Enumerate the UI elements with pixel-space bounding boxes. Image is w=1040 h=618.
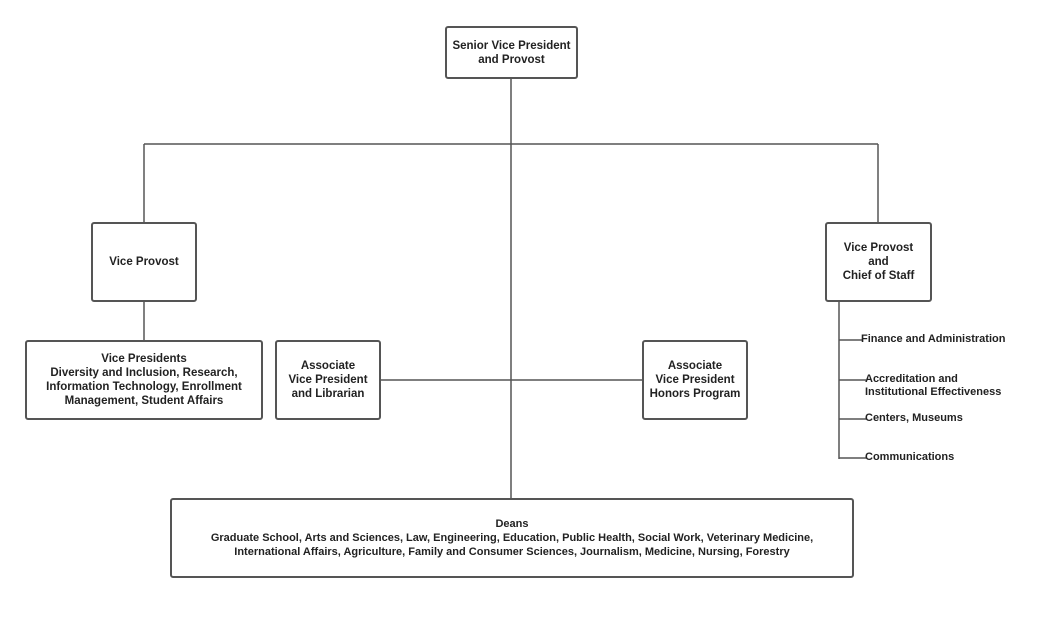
node-line: Associate (667, 360, 723, 372)
node-line: Deans (495, 518, 529, 530)
node-line: Senior Vice President (452, 39, 571, 52)
node-line: Information Technology, Enrollment (46, 381, 242, 393)
node-line: Vice Provost (843, 242, 914, 254)
avp-honors-box: Associate Vice President Honors Program (642, 340, 748, 420)
node-line: and Librarian (291, 388, 365, 400)
node-line: Honors Program (649, 388, 741, 400)
unit-centers-label: Centers, Museums (865, 412, 963, 425)
unit-line: Institutional Effectiveness (865, 386, 1002, 398)
senior-vp-provost-box: Senior Vice President and Provost (445, 26, 578, 79)
node-line: Associate (300, 360, 356, 372)
node-line: Vice President (288, 374, 368, 386)
node-line: Vice Provost (109, 256, 179, 268)
node-line: and Provost (478, 53, 545, 66)
node-line: Vice Presidents (101, 353, 187, 365)
unit-line: Communications (865, 451, 955, 463)
avp-librarian-box: Associate Vice President and Librarian (275, 340, 381, 420)
node-line: Diversity and Inclusion, Research, (50, 367, 238, 379)
node-line: Management, Student Affairs (64, 395, 224, 407)
node-line: Graduate School, Arts and Sciences, Law,… (210, 532, 814, 544)
unit-communications-label: Communications (865, 451, 954, 464)
node-line: Chief of Staff (842, 270, 915, 282)
deans-box: Deans Graduate School, Arts and Sciences… (170, 498, 854, 578)
unit-accreditation-label: Accreditation and Institutional Effectiv… (865, 373, 1001, 399)
vice-provost-box: Vice Provost (91, 222, 197, 302)
unit-line: Accreditation and (865, 373, 958, 385)
node-line: International Affairs, Agriculture, Fami… (234, 546, 790, 558)
unit-line: Centers, Museums (865, 412, 963, 424)
node-line: and (868, 256, 889, 268)
unit-finance-label: Finance and Administration (861, 333, 1005, 346)
unit-line: Finance and Administration (861, 333, 1006, 345)
vp-chief-of-staff-box: Vice Provost and Chief of Staff (825, 222, 932, 302)
node-line: Vice President (655, 374, 735, 386)
vice-presidents-box: Vice Presidents Diversity and Inclusion,… (25, 340, 263, 420)
